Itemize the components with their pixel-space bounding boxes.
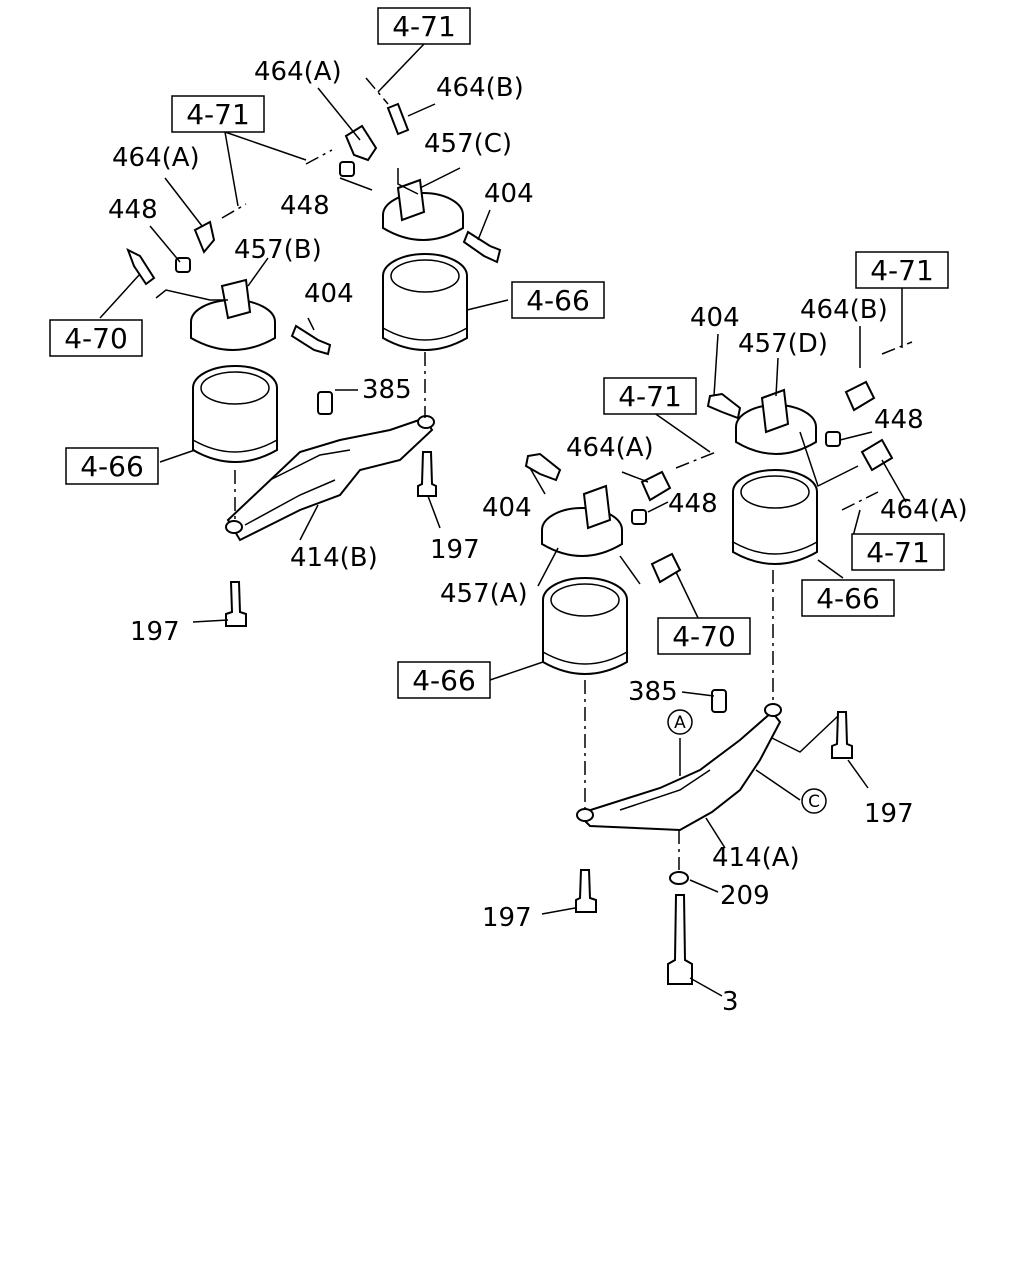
label-385-right: 385 <box>628 677 678 707</box>
label-385-left: 385 <box>362 375 412 405</box>
washer-209 <box>669 871 689 885</box>
label-404-middle: 404 <box>482 493 532 523</box>
bolt-3 <box>667 894 693 985</box>
bracket-414a <box>576 689 782 832</box>
label-457c: 457(C) <box>424 129 512 159</box>
callout-4-70-left: 4-70 <box>64 322 128 355</box>
label-464a-middle: 464(A) <box>566 433 654 463</box>
label-3: 3 <box>722 987 739 1017</box>
label-414a: 414(A) <box>712 843 800 873</box>
label-404-left: 404 <box>304 279 354 309</box>
label-464a-left: 464(A) <box>112 143 200 173</box>
callout-4-71-right-top: 4-71 <box>870 254 934 287</box>
callout-4-71-middle: 4-71 <box>618 380 682 413</box>
label-464b-right: 464(B) <box>800 295 888 325</box>
boxed-callouts: 4-71 4-71 4-70 4-66 4-66 4-71 4-71 4-71 … <box>49 7 949 699</box>
label-464a-right: 464(A) <box>880 495 968 525</box>
label-197-mid: 197 <box>430 535 480 565</box>
callout-4-66-middle: 4-66 <box>412 664 476 697</box>
leader-lines <box>99 43 907 997</box>
filter-head-457a <box>524 452 682 584</box>
filter-element-middle <box>542 577 628 675</box>
filter-element-left <box>192 365 278 463</box>
filter-head-457c <box>339 102 464 241</box>
callout-4-70-right: 4-70 <box>672 620 736 653</box>
callout-4-71-top: 4-71 <box>392 10 456 43</box>
callout-4-66-top: 4-66 <box>526 284 590 317</box>
bolt-197-right <box>831 711 853 759</box>
label-464a-top: 464(A) <box>254 57 342 87</box>
label-448-top: 448 <box>280 191 330 221</box>
label-464b-top: 464(B) <box>436 73 524 103</box>
callout-4-71-upper-left: 4-71 <box>186 98 250 131</box>
label-404-right: 404 <box>690 303 740 333</box>
bolt-197-bottom <box>575 869 597 913</box>
reference-mark-a: A <box>674 713 686 733</box>
label-197-right: 197 <box>864 799 914 829</box>
bracket-414b <box>225 391 435 542</box>
label-448-left: 448 <box>108 195 158 225</box>
filter-element-top <box>382 253 468 351</box>
label-414b: 414(B) <box>290 543 378 573</box>
label-457a: 457(A) <box>440 579 528 609</box>
bolt-197-mid <box>417 451 437 497</box>
label-448-right: 448 <box>874 405 924 435</box>
callout-4-66-right: 4-66 <box>816 582 880 615</box>
bolt-197-left <box>225 581 247 627</box>
label-457b: 457(B) <box>234 235 322 265</box>
filter-element-right <box>732 469 818 565</box>
callout-4-71-right-lower: 4-71 <box>866 536 930 569</box>
callout-4-66-left: 4-66 <box>80 450 144 483</box>
reference-mark-c: C <box>808 792 820 812</box>
part-labels: 464(A) 464(B) 464(A) 457(C) 448 448 404 … <box>108 57 968 1017</box>
right-assembly <box>524 341 913 985</box>
label-197-left: 197 <box>130 617 180 647</box>
filter-head-457d <box>706 380 894 472</box>
label-209: 209 <box>720 881 770 911</box>
bolt-404-top <box>462 230 502 264</box>
fitting-4-70-left <box>126 247 156 286</box>
label-448-middle: 448 <box>668 489 718 519</box>
label-404-top: 404 <box>484 179 534 209</box>
left-assembly <box>126 77 502 627</box>
label-457d: 457(D) <box>738 329 828 359</box>
reference-marks: A C <box>667 709 827 814</box>
bolt-404-left <box>290 324 332 356</box>
label-197-bottom: 197 <box>482 903 532 933</box>
